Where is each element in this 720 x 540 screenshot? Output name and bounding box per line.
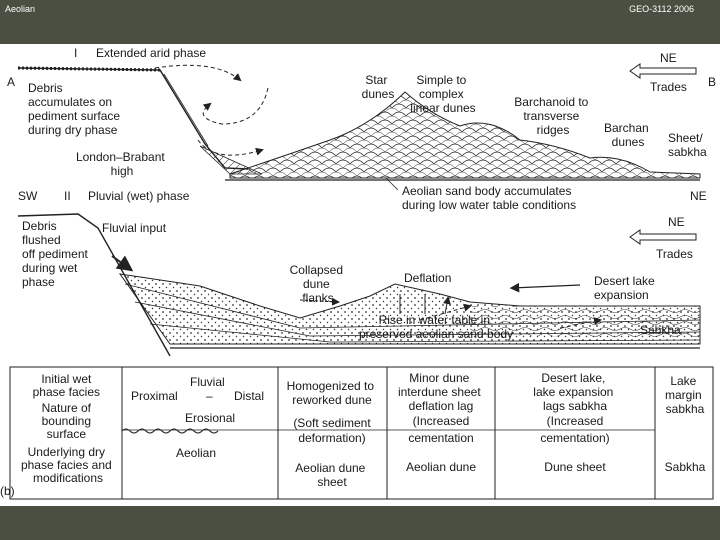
col1-aeolian: Aeolian bbox=[176, 446, 216, 460]
row-label-initial: Initial wet phase facies Nature of bound… bbox=[21, 372, 115, 485]
panel-pluvial-phase: SW II Pluvial (wet) phase NE NE Trades D… bbox=[17, 189, 707, 357]
aeolian-facies-diagram: I Extended arid phase A B NE Trades Debr… bbox=[0, 46, 716, 500]
ne-right-label: NE bbox=[690, 189, 707, 203]
high-label: London–Brabant high bbox=[76, 150, 168, 178]
panel-arid-phase: I Extended arid phase A B NE Trades Debr… bbox=[7, 46, 716, 212]
trades-arrow-1 bbox=[629, 63, 697, 79]
lake-water bbox=[470, 306, 700, 340]
col3-bot: Aeolian dune bbox=[406, 460, 476, 474]
corner-b-label: B bbox=[708, 75, 716, 89]
col1-fluvial: Fluvial bbox=[190, 375, 225, 389]
water-table-label: Rise in water table in preserved aeolian… bbox=[359, 313, 513, 341]
phase2-title: Pluvial (wet) phase bbox=[88, 189, 190, 203]
col5-bot: Sabkha bbox=[665, 460, 706, 474]
erosional-surface bbox=[121, 428, 219, 434]
dune-field bbox=[229, 91, 701, 179]
deflation-label: Deflation bbox=[404, 271, 451, 285]
col4-top: Desert lake, lake expansion lags sabkha bbox=[533, 371, 616, 413]
phase2-number: II bbox=[64, 189, 71, 203]
phase1-number: I bbox=[74, 46, 77, 60]
wind-arrow-3 bbox=[197, 139, 264, 156]
col1-dash: – bbox=[206, 389, 213, 403]
col3-mid: (Increased bbox=[413, 414, 470, 428]
sw-label: SW bbox=[18, 189, 38, 203]
trades-label-2: Trades bbox=[656, 247, 693, 261]
debris-label-2: Debris flushed off pediment during wet p… bbox=[22, 219, 91, 289]
col4-mid: (Increased bbox=[547, 414, 604, 428]
trades-arrow-2 bbox=[629, 229, 697, 245]
phase1-title: Extended arid phase bbox=[96, 46, 206, 60]
figure-panel: I Extended arid phase A B NE Trades Debr… bbox=[0, 44, 720, 506]
corner-a-label: A bbox=[7, 75, 15, 89]
ne-label-2: NE bbox=[668, 215, 685, 229]
col2-mid: (Soft sediment bbox=[293, 416, 371, 430]
lake-label: Desert lake expansion bbox=[594, 274, 658, 302]
wind-arrow-1 bbox=[154, 64, 242, 82]
barchanoid-label: Barchanoid to transverse ridges bbox=[514, 95, 591, 137]
col1-erosional: Erosional bbox=[185, 411, 235, 425]
col2-mid2: deformation) bbox=[298, 431, 365, 445]
col3-top: Minor dune interdune sheet deflation lag bbox=[398, 371, 484, 413]
col4-bot: Dune sheet bbox=[544, 460, 606, 474]
col5-top: Lake margin sabkha bbox=[665, 374, 705, 416]
table-frame bbox=[9, 366, 714, 500]
sheet-sabkha-label: Sheet/ sabkha bbox=[668, 131, 707, 159]
course-label: GEO-3112 2006 bbox=[629, 4, 694, 14]
col2-bot: Aeolian dune sheet bbox=[295, 461, 368, 489]
col2-top: Homogenized to reworked dune bbox=[287, 379, 378, 407]
trades-label-1: Trades bbox=[650, 80, 687, 94]
fluvial-arrow bbox=[111, 255, 134, 272]
barchan-label: Barchan dunes bbox=[604, 121, 652, 149]
col1-proximal: Proximal bbox=[131, 389, 178, 403]
fluvial-input-label: Fluvial input bbox=[102, 221, 167, 235]
col1-distal: Distal bbox=[234, 389, 264, 403]
slide-title: Aeolian bbox=[5, 4, 36, 14]
collapsed-label: Collapsed dune flanks bbox=[290, 263, 347, 305]
slide-header: Aeolian GEO-3112 2006 bbox=[0, 0, 720, 44]
lake-expansion-arrow bbox=[509, 282, 581, 293]
wind-arrow-2 bbox=[202, 87, 269, 125]
facies-table: Initial wet phase facies Nature of bound… bbox=[0, 366, 714, 500]
col3-mid2: cementation bbox=[408, 431, 473, 445]
star-dunes-label: Star dunes bbox=[362, 73, 395, 101]
ne-label-1: NE bbox=[660, 51, 677, 65]
sabkha-label: Sabkha bbox=[640, 323, 681, 337]
sand-body-label: Aeolian sand body accumulates during low… bbox=[402, 184, 576, 212]
linear-dunes-label: Simple to complex linear dunes bbox=[410, 73, 475, 115]
slide-footer bbox=[0, 506, 720, 540]
panel-b-label: (b) bbox=[0, 484, 15, 498]
col4-mid2: cementation) bbox=[540, 431, 609, 445]
debris-label-1: Debris accumulates on pediment surface d… bbox=[28, 81, 123, 137]
